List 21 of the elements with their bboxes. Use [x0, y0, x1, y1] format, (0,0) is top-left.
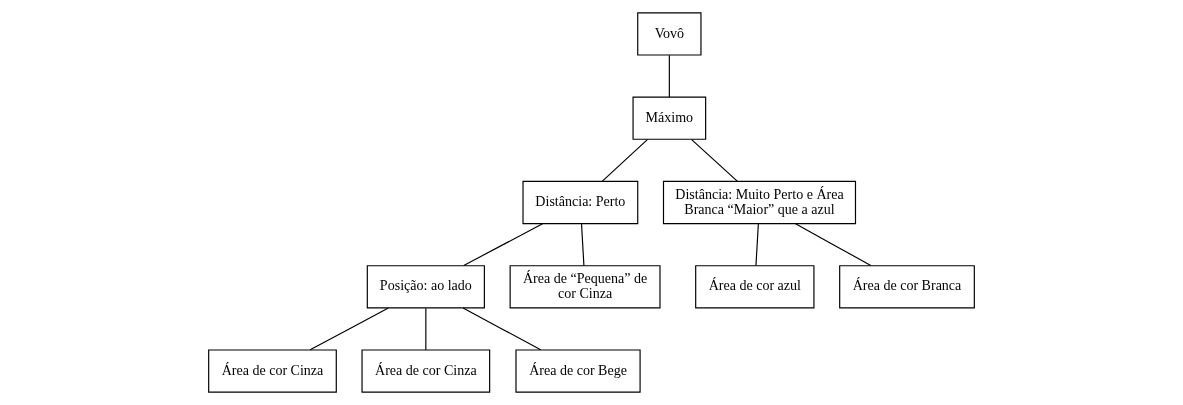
connector	[425, 307, 427, 351]
node-box: Distância: Muito Perto e Área Branca “Maior” que a azul	[662, 180, 857, 225]
connector	[309, 307, 389, 351]
connector	[795, 223, 872, 267]
node-box: Área de cor Branca	[839, 265, 975, 309]
node-box: Área de cor Cinza	[361, 349, 491, 393]
connector	[755, 223, 759, 267]
connector	[691, 139, 739, 182]
node-box: Área de cor azul	[695, 265, 815, 309]
connector	[580, 223, 585, 267]
connector	[601, 139, 648, 182]
node-box: Área de cor Bege	[515, 349, 641, 393]
node-box: Área de “Pequena” de cor Cinza	[509, 265, 661, 309]
node-box: Área de cor Cinza	[208, 349, 337, 393]
node-box: Vovô	[637, 12, 702, 56]
connector	[668, 54, 670, 98]
node-box: Distância: Perto	[522, 180, 639, 225]
connector	[463, 223, 544, 267]
node-box: Posição: ao lado	[366, 265, 485, 309]
connector	[462, 307, 542, 351]
node-box: Máximo	[632, 96, 707, 140]
